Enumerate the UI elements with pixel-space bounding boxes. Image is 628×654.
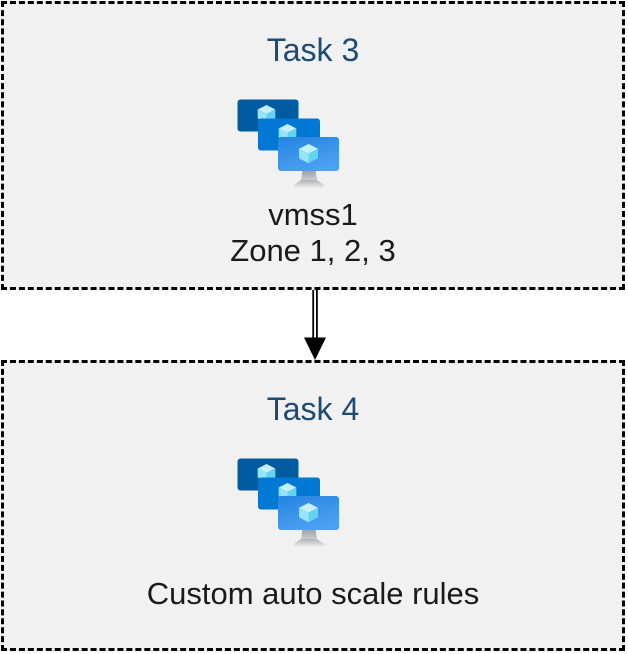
- task4-title: Task 4: [266, 391, 360, 427]
- vm-scale-sets-icon-svg: [237, 99, 341, 189]
- task3-to-task4-connector: [300, 290, 330, 360]
- task3-zones-label: Zone 1, 2, 3: [230, 232, 396, 268]
- task3-vmss-name-label: vmss1: [268, 196, 358, 232]
- task4-box: Task 4 Custom auto scale rules: [1, 360, 625, 651]
- task3-title: Task 3: [266, 32, 360, 68]
- vm-scale-sets-icon-svg: [237, 458, 341, 548]
- vm-scale-sets-icon: [237, 458, 341, 548]
- task3-box: Task 3 vmss1 Zone 1, 2, 3: [1, 1, 625, 290]
- task4-autoscale-label: Custom auto scale rules: [146, 575, 480, 611]
- vm-scale-sets-icon: [237, 99, 341, 189]
- down-arrow-icon: [304, 290, 326, 360]
